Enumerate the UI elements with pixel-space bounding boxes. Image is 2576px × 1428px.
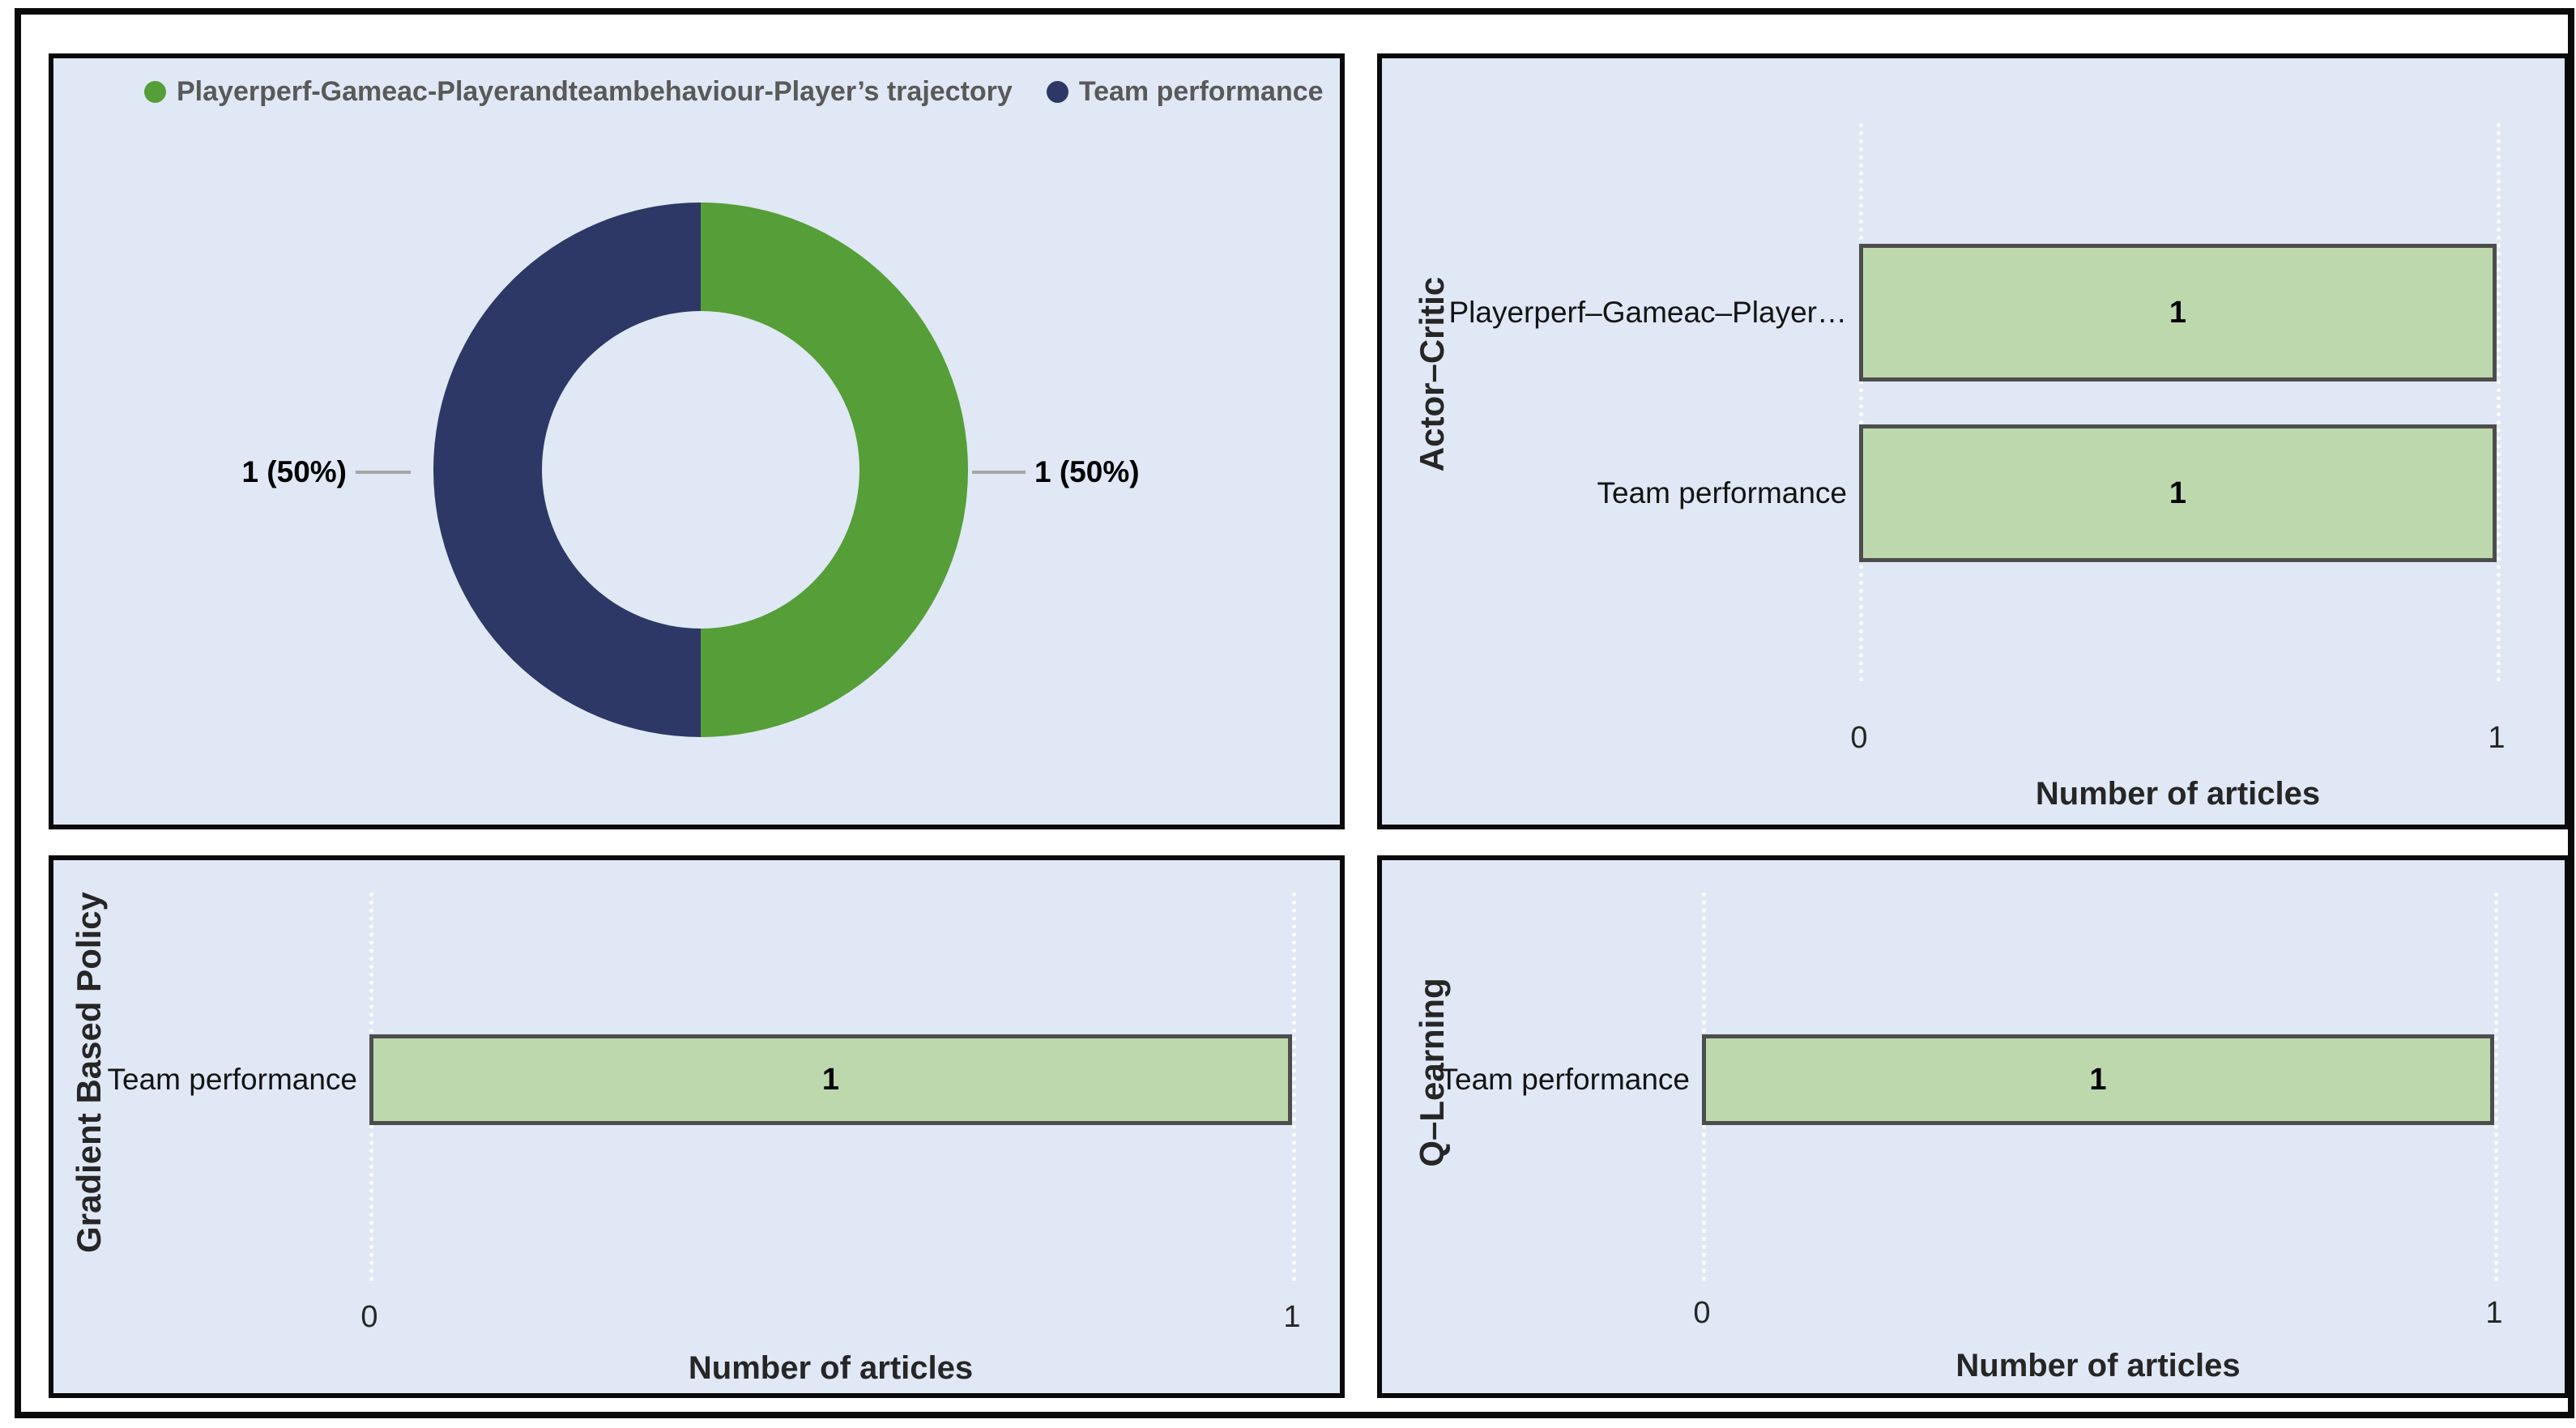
bar: 1 (1859, 244, 2497, 382)
actor-critic-panel: Actor–Critic Playerperf–Gameac–Player… T… (1377, 53, 2570, 829)
q-learning-panel: Q–Learning Team performance 1 0 1 Number… (1377, 855, 2570, 1398)
gridline-zero (1859, 123, 1863, 682)
bar: 1 (1859, 424, 2497, 562)
x-tick-label: 0 (1850, 721, 1868, 755)
legend-swatch-navy-icon (1046, 81, 1068, 103)
x-tick-label: 1 (2485, 1296, 2503, 1330)
legend-label-team-performance: Team performance (1078, 76, 1324, 107)
gridline-one (1292, 893, 1296, 1281)
x-tick-label: 0 (1693, 1296, 1711, 1330)
slice-label-navy: 1 (50%) (241, 455, 347, 488)
bar-value-label: 1 (2089, 1062, 2107, 1097)
bar: 1 (1702, 1034, 2494, 1125)
gradient-based-policy-panel: Gradient Based Policy Team performance 1… (49, 855, 1345, 1398)
donut-chart-panel: Playerperf-Gameac-Playerandteambehaviour… (49, 53, 1345, 829)
bar: 1 (369, 1034, 1292, 1125)
gridline-one (2494, 893, 2498, 1281)
gridline-one (2497, 123, 2501, 682)
category-label: Team performance (1597, 476, 1847, 509)
x-tick-label: 1 (1283, 1300, 1301, 1334)
x-axis-title: Number of articles (688, 1350, 974, 1386)
left-callout-line (356, 471, 411, 474)
donut-hole (542, 311, 859, 629)
legend-swatch-green-icon (144, 81, 166, 103)
category-label: Team performance (107, 1063, 357, 1096)
legend-item-team-performance: Team performance (1046, 76, 1324, 108)
right-callout-line (972, 471, 1026, 474)
x-tick-label: 0 (360, 1300, 378, 1334)
x-axis-title: Number of articles (1955, 1348, 2241, 1383)
category-label: Team performance (1439, 1063, 1690, 1096)
bar-value-label: 1 (821, 1062, 840, 1097)
legend: Playerperf-Gameac-Playerandteambehaviour… (144, 76, 1324, 108)
legend-item-trajectory: Playerperf-Gameac-Playerandteambehaviour… (144, 76, 1013, 108)
bar-value-label: 1 (2169, 475, 2187, 510)
legend-label-trajectory: Playerperf-Gameac-Playerandteambehaviour… (177, 76, 1013, 107)
x-axis-title: Number of articles (2035, 776, 2321, 812)
category-label: Playerperf–Gameac–Player… (1448, 296, 1848, 329)
bar-value-label: 1 (2169, 295, 2187, 330)
x-tick-label: 1 (2488, 721, 2506, 755)
slice-label-green: 1 (50%) (1034, 455, 1140, 488)
